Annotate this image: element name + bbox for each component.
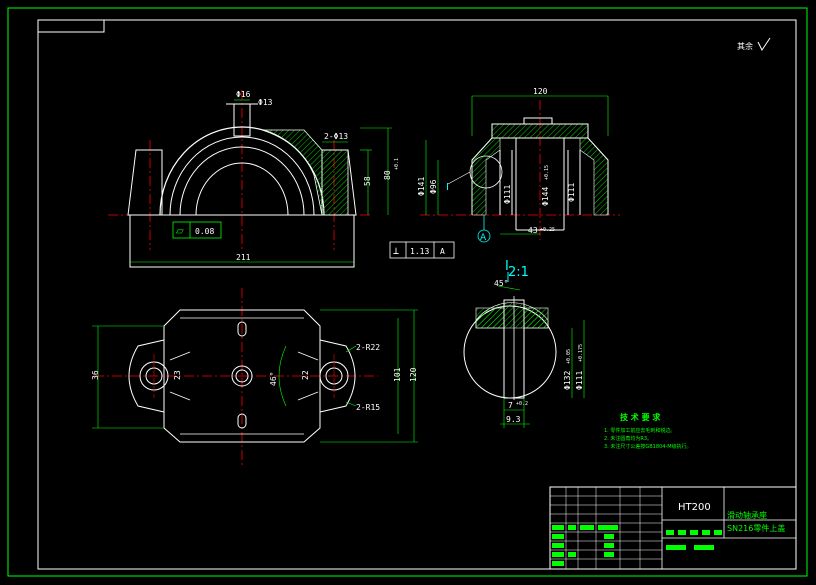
- detail-view: [463, 272, 585, 428]
- detail-label: I: [505, 259, 509, 274]
- dim-side-width-120: 120: [533, 87, 548, 96]
- dim-side-tol25: +0.25: [540, 227, 555, 233]
- dim-top-w23: 23: [173, 370, 182, 380]
- tech-req-item-2: 2. 未注圆角均为R3。: [604, 435, 652, 442]
- side-detail-label: I: [446, 182, 449, 193]
- tolerance-frame-symbol: ⏥: [176, 226, 184, 237]
- dim-side-d111b: Φ111: [567, 183, 576, 202]
- dim-top-w22: 22: [301, 370, 310, 380]
- dim-tol: +0.1: [394, 158, 400, 170]
- dim-top-w36: 36: [91, 370, 100, 380]
- detail-w93: 9.3: [506, 415, 521, 424]
- detail-d132: Φ132: [563, 371, 572, 390]
- dim-holes-2x: 2-Φ13: [324, 132, 348, 141]
- dim-top-angle: 46°: [269, 372, 278, 386]
- roughness-symbol-icon: [757, 37, 771, 51]
- dim-side-d141: Φ141: [417, 177, 426, 196]
- tech-req-title: 技 术 要 求: [620, 412, 661, 422]
- detail-scale: 2:1: [508, 265, 529, 280]
- dim-top-h101: 101: [393, 367, 402, 382]
- perp-datum: A: [440, 247, 445, 256]
- inner-frame: [37, 19, 797, 570]
- dim-height-58: 58: [363, 176, 372, 186]
- roughness-note: 其余: [737, 41, 753, 51]
- title-block: [549, 486, 797, 570]
- top-left-tag-box: [37, 19, 105, 33]
- dim-top-r22: 2-R22: [356, 343, 380, 352]
- title-name-line2: SN216零件上盖: [727, 523, 785, 533]
- dim-height-80: 80: [383, 170, 392, 180]
- perpendicular-frame: [389, 241, 455, 259]
- tech-req-item-3: 3. 未注尺寸公差按GB1804-M级执行。: [604, 443, 692, 450]
- title-name-line1: 滑动轴承座: [727, 510, 767, 520]
- title-material: HT200: [678, 502, 711, 513]
- detail-d111: Φ111: [575, 371, 584, 390]
- dim-side-43: 43: [528, 226, 538, 235]
- detail-tol-b: +0.175: [578, 344, 584, 362]
- detail-w7: 7: [508, 401, 513, 410]
- dim-width-211: 211: [236, 253, 251, 262]
- dim-top-h120: 120: [409, 367, 418, 382]
- outer-frame: [7, 7, 808, 577]
- side-datum-label: A: [480, 233, 487, 243]
- dim-side-tol15: +0.15: [544, 165, 550, 180]
- perp-symbol: ⊥: [393, 246, 399, 257]
- dim-side-d96: Φ96: [429, 179, 438, 194]
- tech-req-item-1: 1. 零件加工前应去毛刺和锐边。: [604, 427, 675, 434]
- detail-tol-a: +0.05: [566, 349, 572, 364]
- top-view: [92, 288, 418, 466]
- side-view: [420, 95, 620, 243]
- tolerance-frame-value: 0.08: [195, 227, 214, 236]
- dim-hole-top: Φ16: [236, 90, 251, 99]
- dim-side-d111: Φ111: [503, 185, 512, 204]
- perp-value: 1.13: [410, 247, 429, 256]
- detail-angle: 45°: [494, 279, 508, 288]
- dim-side-d144: Φ144: [541, 187, 550, 206]
- dim-hole-side: Φ13: [258, 98, 273, 107]
- dim-top-r15: 2-R15: [356, 403, 380, 412]
- front-view: [108, 90, 392, 268]
- detail-tol-c: +0.2: [516, 401, 528, 407]
